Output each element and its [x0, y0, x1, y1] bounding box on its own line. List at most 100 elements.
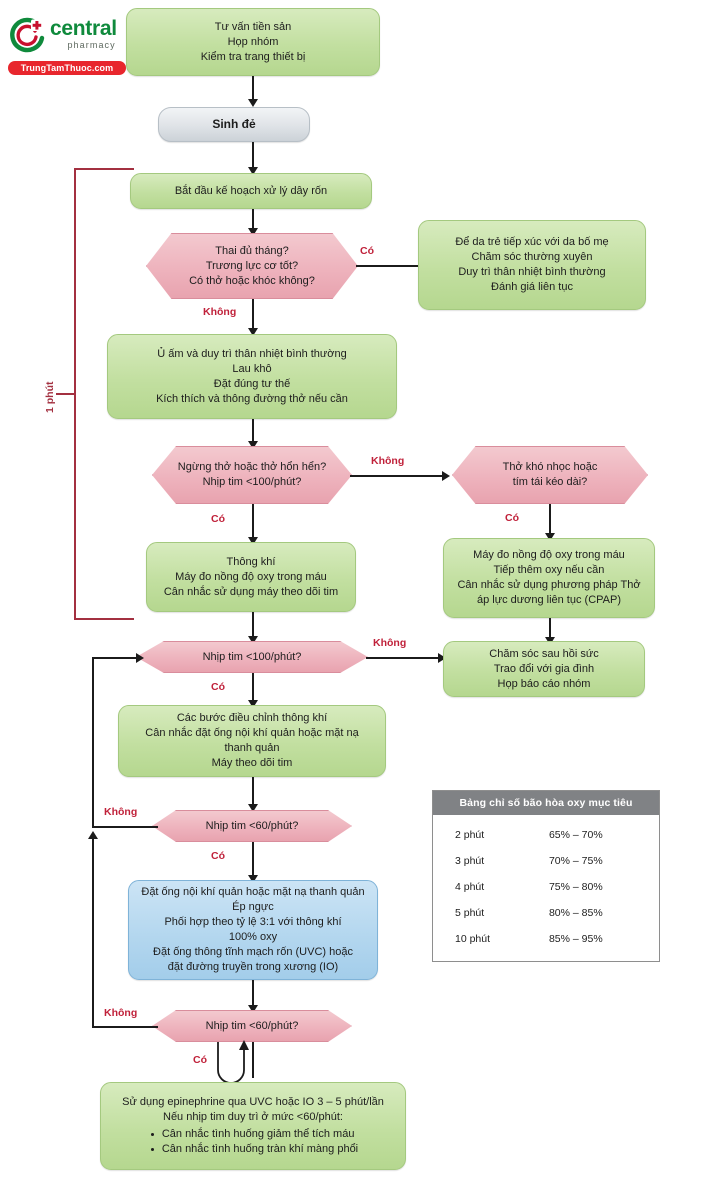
connector-corrective-to-hr60a	[252, 777, 254, 809]
arrow-birth-to-cord	[248, 167, 258, 175]
one-minute-bracket-bottom	[74, 618, 134, 620]
node-post-resuscitation-care: Chăm sóc sau hồi sức Trao đổi với gia đì…	[443, 641, 645, 697]
node-epinephrine-bullet-item: Cân nhắc tình huống giảm thể tích máu	[148, 1127, 358, 1142]
label-hr60b-no: Không	[104, 1007, 138, 1019]
connector-warm-to-apnea	[252, 419, 254, 446]
connector-apnea-no	[350, 475, 446, 477]
decision-hr-under-60-second: Nhịp tim <60/phút?	[152, 1010, 352, 1042]
connector-term-no	[252, 299, 254, 333]
node-cord-management-text: Bắt đầu kế hoạch xử lý dây rốn	[174, 184, 328, 197]
node-epinephrine-bullet-item: Cân nhắc tình huống tràn khí màng phổi	[148, 1142, 358, 1157]
connector-antenatal-to-birth	[252, 76, 254, 102]
decision-apnea-or-hr-under-100: Ngừng thở hoặc thở hổn hển? Nhịp tim <10…	[152, 446, 352, 504]
node-corrective-ventilation-steps-text: Các bước điều chỉnh thông khí Cân nhắc đ…	[145, 712, 359, 769]
connector-hr100-no	[366, 657, 442, 659]
label-hr100-yes: Có	[211, 681, 225, 693]
oxygen-saturation-time-cell: 5 phút	[455, 907, 485, 919]
node-corrective-ventilation-steps: Các bước điều chỉnh thông khí Cân nhắc đ…	[118, 705, 386, 777]
node-routine-care-text: Để da trẻ tiếp xúc với da bố mẹ Chăm sóc…	[455, 236, 609, 293]
oxygen-saturation-table-title: Bảng chỉ số bão hòa oxy mục tiêu	[433, 791, 659, 815]
decision-hr-under-60-second-text: Nhịp tim <60/phút?	[205, 1019, 299, 1032]
connector-term-yes	[356, 265, 432, 267]
arrow-hr60a-yes	[248, 875, 258, 883]
one-minute-bracket-top	[74, 168, 134, 170]
oxygen-saturation-range-cell: 80% – 85%	[548, 907, 603, 919]
arrow-term-no	[248, 328, 258, 336]
connector-ppv-to-hr100	[252, 612, 254, 640]
connector-loop1-left	[92, 826, 158, 828]
arrow-hr100-yes	[248, 700, 258, 708]
oxygen-saturation-time-cell: 2 phút	[455, 829, 485, 841]
connector-loop1-vertical	[92, 657, 94, 827]
oxygen-saturation-table-body: 2 phút 65% – 70% 3 phút 70% – 75% 4 phút 75% …	[433, 815, 659, 961]
arrow-ppv-to-hr100	[248, 636, 258, 644]
arrow-cpr-to-hr60b	[248, 1005, 258, 1013]
decision-hr-under-100-text: Nhịp tim <100/phút?	[202, 650, 302, 663]
oxygen-saturation-table-row: 10 phút 85% – 95%	[433, 926, 659, 952]
connector-loop2-vertical	[92, 838, 94, 1028]
label-hr60a-no: Không	[104, 806, 138, 818]
connector-loop1-top	[92, 657, 142, 659]
connector-hr100-yes	[252, 673, 254, 705]
connector-cpap-to-postcare	[549, 618, 551, 642]
one-minute-label: 1 phút	[44, 381, 56, 414]
connector-cpr-to-hr60b	[252, 980, 254, 1010]
node-epinephrine-content: Sử dụng epinephrine qua UVC hoặc IO 3 – …	[122, 1095, 384, 1157]
node-warm-dry-position-text: Ủ ấm và duy trì thân nhiệt bình thường L…	[156, 347, 348, 405]
oxygen-saturation-time-cell: 10 phút	[455, 933, 491, 945]
arrow-apnea-no	[442, 471, 450, 481]
node-antenatal-counseling: Tư vấn tiền sản Họp nhóm Kiểm tra trang …	[126, 8, 380, 76]
one-minute-bracket-tick	[56, 393, 75, 395]
node-cord-management: Bắt đầu kế hoạch xử lý dây rốn	[130, 173, 372, 209]
node-cpap-supplemental-oxygen: Máy đo nồng độ oxy trong máu Tiếp thêm o…	[443, 538, 655, 618]
oxygen-saturation-table-row: 4 phút 75% – 80%	[433, 874, 659, 900]
decision-hr-under-60-first: Nhịp tim <60/phút?	[152, 810, 352, 842]
oxygen-saturation-range-cell: 65% – 70%	[548, 829, 603, 841]
arrow-loop2-into-hr60a	[88, 831, 98, 839]
arrow-apnea-yes	[248, 537, 258, 545]
node-epinephrine: Sử dụng epinephrine qua UVC hoặc IO 3 – …	[100, 1082, 406, 1170]
brand-site-banner: TrungTamThuoc.com	[8, 61, 126, 75]
connector-birth-to-cord	[252, 142, 254, 172]
node-routine-care: Để da trẻ tiếp xúc với da bố mẹ Chăm sóc…	[418, 220, 646, 310]
node-post-resuscitation-care-text: Chăm sóc sau hồi sức Trao đổi với gia đì…	[489, 647, 599, 690]
decision-labored-breathing-cyanosis: Thở khó nhọc hoặc tím tái kéo dài?	[452, 446, 648, 504]
node-positive-pressure-ventilation: Thông khí Máy đo nồng độ oxy trong máu C…	[146, 542, 356, 612]
label-labored-yes: Có	[505, 512, 519, 524]
connector-cord-to-term-decision	[252, 209, 254, 233]
node-epinephrine-line-2: Nếu nhịp tim duy trì ở mức <60/phút:	[163, 1111, 343, 1123]
oxygen-saturation-table: Bảng chỉ số bão hòa oxy mục tiêu 2 phút 6…	[432, 790, 660, 962]
oxygen-saturation-table-row: 5 phút 80% – 85%	[433, 900, 659, 926]
label-term-yes: Có	[360, 245, 374, 257]
decision-apnea-or-hr-under-100-text: Ngừng thở hoặc thở hổn hển? Nhịp tim <10…	[177, 461, 327, 488]
decision-hr-under-60-first-text: Nhịp tim <60/phút?	[205, 819, 299, 832]
oxygen-saturation-table-row: 2 phút 65% – 70%	[433, 822, 659, 848]
node-chest-compressions-text: Đặt ống nội khí quản hoặc mặt nạ thanh q…	[141, 886, 365, 973]
label-hr60b-yes: Có	[193, 1054, 207, 1066]
connector-labored-yes	[549, 504, 551, 538]
node-warm-dry-position: Ủ ấm và duy trì thân nhiệt bình thường L…	[107, 334, 397, 419]
arrow-hr100-no	[438, 653, 446, 663]
oxygen-saturation-table-row: 3 phút 70% – 75%	[433, 848, 659, 874]
brand-wordmark: central pharmacy	[50, 18, 117, 51]
oxygen-saturation-range-cell: 75% – 80%	[548, 881, 603, 893]
label-term-no: Không	[203, 306, 237, 318]
decision-labored-breathing-cyanosis-text: Thở khó nhọc hoặc tím tái kéo dài?	[502, 461, 598, 488]
oxygen-saturation-range-cell: 70% – 75%	[548, 855, 603, 867]
arrow-antenatal-to-birth	[248, 99, 258, 107]
node-epinephrine-line-1: Sử dụng epinephrine qua UVC hoặc IO 3 – …	[122, 1096, 384, 1108]
connector-hr60b-yes	[252, 1042, 254, 1078]
oxygen-saturation-range-cell: 85% – 95%	[548, 933, 603, 945]
node-chest-compressions: Đặt ống nội khí quản hoặc mặt nạ thanh q…	[128, 880, 378, 980]
arrow-warm-to-apnea	[248, 441, 258, 449]
brand-subtitle: pharmacy	[67, 40, 116, 50]
oxygen-saturation-time-cell: 3 phút	[455, 855, 485, 867]
node-positive-pressure-ventilation-text: Thông khí Máy đo nồng độ oxy trong máu C…	[163, 555, 339, 598]
connector-hr60a-yes	[252, 842, 254, 880]
oxygen-saturation-time-cell: 4 phút	[455, 881, 485, 893]
decision-hr-under-100: Nhịp tim <100/phút?	[136, 641, 368, 673]
arrow-corrective-to-hr60a	[248, 804, 258, 812]
arrow-loop1-into-hr100	[136, 653, 144, 663]
